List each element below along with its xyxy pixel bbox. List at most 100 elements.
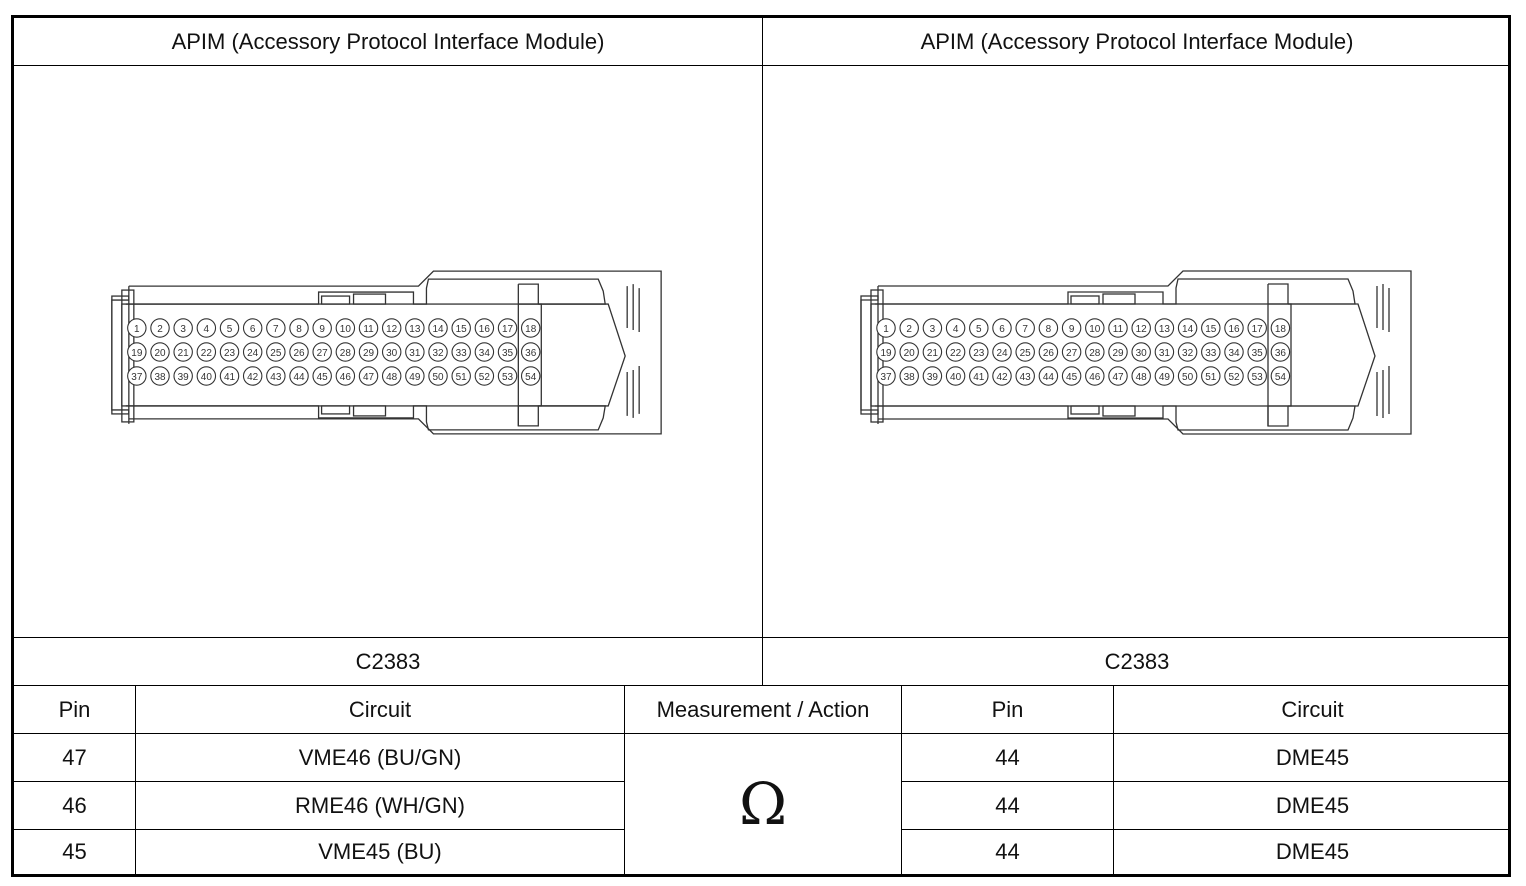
pin-cavity bbox=[1201, 365, 1221, 386]
pin-cavity bbox=[1154, 365, 1175, 386]
pin-number-label: 25 bbox=[1020, 348, 1032, 359]
pin-cavity bbox=[173, 341, 193, 362]
pin-number-label: 5 bbox=[976, 324, 982, 335]
pin-number-label: 15 bbox=[1205, 324, 1217, 335]
pin-cavity bbox=[242, 317, 263, 338]
pin-number-label: 54 bbox=[525, 371, 537, 382]
pin-cavity bbox=[289, 365, 309, 386]
pin-cavity bbox=[899, 341, 919, 362]
pin-cavity bbox=[405, 341, 425, 362]
pin-number-label: 54 bbox=[1275, 372, 1287, 383]
pin-cavity bbox=[1015, 341, 1035, 362]
pin-number-label: 11 bbox=[1113, 324, 1124, 335]
header-pin-right-text: Pin bbox=[991, 696, 1024, 722]
pin-cavity bbox=[899, 317, 919, 338]
pin-number-label: 50 bbox=[432, 371, 444, 382]
pin-cavity bbox=[1201, 341, 1221, 362]
pin-cavity bbox=[1270, 341, 1291, 362]
pin-cavity bbox=[969, 317, 989, 338]
header-circuit-right-text: Circuit bbox=[1281, 696, 1344, 722]
pin-cavity bbox=[1061, 317, 1082, 338]
pin-cavity bbox=[992, 365, 1012, 386]
header-circuit-right: Circuit bbox=[1114, 686, 1511, 734]
pin-cavity bbox=[127, 317, 147, 338]
pin-cavity bbox=[1131, 317, 1151, 338]
left-module-title-text: APIM (Accessory Protocol Interface Modul… bbox=[171, 28, 605, 54]
pin-number-label: 16 bbox=[479, 324, 491, 335]
pin-number-label: 8 bbox=[296, 324, 302, 335]
pin-cavity bbox=[381, 365, 402, 386]
pin-cavity bbox=[1061, 365, 1082, 386]
pin-cavity bbox=[405, 317, 425, 338]
pin-number-label: 45 bbox=[317, 371, 329, 382]
pin-cavity bbox=[335, 341, 356, 362]
ohm-icon: Ω bbox=[738, 770, 788, 838]
left-module-title: APIM (Accessory Protocol Interface Modul… bbox=[14, 18, 763, 66]
pin-number-label: 16 bbox=[1228, 324, 1240, 335]
pin-number-label: 28 bbox=[340, 347, 352, 358]
pin-cavity bbox=[289, 317, 309, 338]
pin-cavity bbox=[196, 365, 217, 386]
pin-number-label: 50 bbox=[1182, 372, 1194, 383]
pin-cavity bbox=[1038, 365, 1059, 386]
pin-number-label: 12 bbox=[386, 324, 398, 335]
pin-cavity bbox=[1108, 341, 1128, 362]
pin-cavity bbox=[1247, 317, 1267, 338]
pin-cavity bbox=[266, 341, 286, 362]
pin-number-label: 33 bbox=[1205, 348, 1217, 359]
pin-cavity bbox=[289, 341, 309, 362]
pin-cavity bbox=[520, 317, 541, 338]
pin-cavity bbox=[899, 365, 919, 386]
pin-number-label: 38 bbox=[904, 372, 916, 383]
pin-cavity bbox=[1131, 365, 1151, 386]
pin-number-label: 34 bbox=[1228, 348, 1240, 359]
pin-number-label: 14 bbox=[1182, 324, 1194, 335]
pin-cavity bbox=[242, 341, 263, 362]
pin-cavity bbox=[1015, 365, 1035, 386]
pin-number-label: 7 bbox=[273, 324, 279, 335]
pin-number-label: 4 bbox=[204, 324, 210, 335]
test-table-frame: APIM (Accessory Protocol Interface Modul… bbox=[11, 15, 1511, 877]
pin-cavity bbox=[266, 317, 286, 338]
pin-number-label: 24 bbox=[247, 347, 259, 358]
pin-number-label: 2 bbox=[906, 324, 912, 335]
pin-number-label: 28 bbox=[1089, 348, 1101, 359]
pin-cavity bbox=[127, 365, 147, 386]
pin-number-label: 30 bbox=[1136, 348, 1148, 359]
pin-cavity bbox=[474, 341, 495, 362]
pin-number-label: 17 bbox=[502, 324, 514, 335]
pin-cavity bbox=[969, 365, 989, 386]
pin-number-label: 9 bbox=[1069, 324, 1075, 335]
pin-cavity bbox=[1177, 341, 1198, 362]
pin-cavity bbox=[312, 341, 332, 362]
pin-cavity bbox=[1224, 341, 1244, 362]
pin-cavity bbox=[1061, 341, 1082, 362]
row-2-circuit-right-text: DME45 bbox=[1275, 792, 1350, 818]
pin-cavity bbox=[219, 365, 240, 386]
pin-cavity bbox=[266, 365, 286, 386]
pin-cavity bbox=[173, 317, 193, 338]
pin-cavity bbox=[520, 341, 541, 362]
pin-cavity bbox=[196, 341, 217, 362]
pin-number-label: 3 bbox=[180, 324, 186, 335]
pin-cavity bbox=[1108, 365, 1128, 386]
pin-cavity bbox=[1038, 317, 1059, 338]
left-connector-id-text: C2383 bbox=[355, 648, 421, 674]
pin-number-label: 6 bbox=[999, 324, 1005, 335]
pin-cavity bbox=[1224, 365, 1244, 386]
pin-number-label: 40 bbox=[950, 372, 962, 383]
pin-number-label: 1 bbox=[134, 324, 140, 335]
pin-number-label: 22 bbox=[950, 348, 962, 359]
pin-number-label: 48 bbox=[386, 371, 398, 382]
pin-number-label: 49 bbox=[1159, 372, 1171, 383]
right-module-title: APIM (Accessory Protocol Interface Modul… bbox=[763, 18, 1511, 66]
row-1-pin-left-text: 47 bbox=[62, 744, 87, 770]
pin-number-label: 39 bbox=[178, 371, 190, 382]
pin-number-label: 53 bbox=[502, 371, 514, 382]
row-3-pin-left-text: 45 bbox=[62, 839, 87, 864]
pin-cavity bbox=[358, 317, 379, 338]
pin-number-label: 27 bbox=[1066, 348, 1078, 359]
pin-number-label: 41 bbox=[224, 371, 236, 382]
